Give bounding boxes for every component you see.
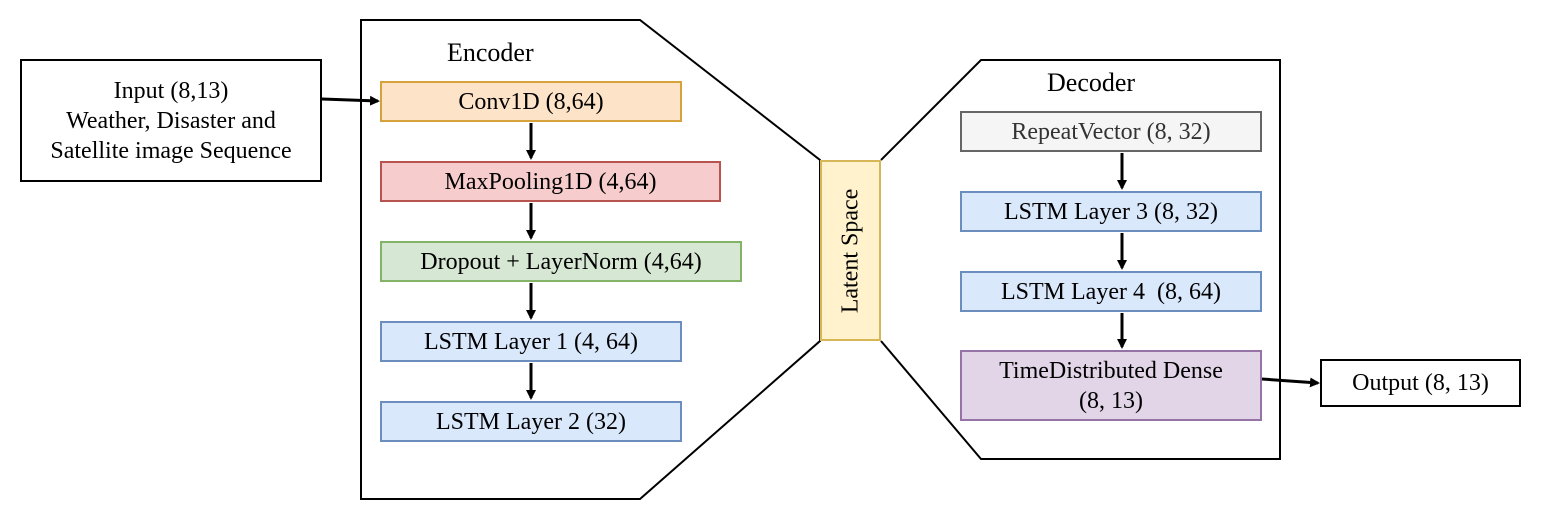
encoder-outline xyxy=(360,19,821,500)
lstm-layer-3: LSTM Layer 3 (8, 32) xyxy=(960,191,1262,232)
lstm-layer-2: LSTM Layer 2 (32) xyxy=(380,401,682,442)
lstm-layer-1: LSTM Layer 1 (4, 64) xyxy=(380,321,682,362)
maxpooling-layer: MaxPooling1D (4,64) xyxy=(380,161,721,202)
output-box: Output (8, 13) xyxy=(1320,359,1521,407)
dense-line-2: (8, 13) xyxy=(1079,387,1143,414)
arrow-dense-to-output xyxy=(1261,377,1320,388)
conv1d-layer: Conv1D (8,64) xyxy=(380,81,682,122)
repeatvector-layer: RepeatVector (8, 32) xyxy=(960,111,1262,152)
input-line-2: Weather, Disaster and xyxy=(66,107,276,134)
arrow-input-to-conv xyxy=(321,95,380,106)
timedistributed-dense-layer: TimeDistributed Dense (8, 13) xyxy=(960,350,1262,421)
latent-space-label: Latent Space xyxy=(837,188,864,313)
input-box: Input (8,13) Weather, Disaster and Satel… xyxy=(20,59,322,182)
decoder-outline xyxy=(880,59,1281,460)
input-line-3: Satellite image Sequence xyxy=(50,137,292,164)
input-line-1: Input (8,13) xyxy=(113,77,229,104)
dropout-layernorm-layer: Dropout + LayerNorm (4,64) xyxy=(380,241,742,282)
latent-space-box: Latent Space xyxy=(820,160,881,341)
dense-line-1: TimeDistributed Dense xyxy=(999,357,1223,384)
lstm-layer-4: LSTM Layer 4 (8, 64) xyxy=(960,271,1262,312)
decoder-title: Decoder xyxy=(1047,68,1136,97)
encoder-title: Encoder xyxy=(447,38,534,67)
